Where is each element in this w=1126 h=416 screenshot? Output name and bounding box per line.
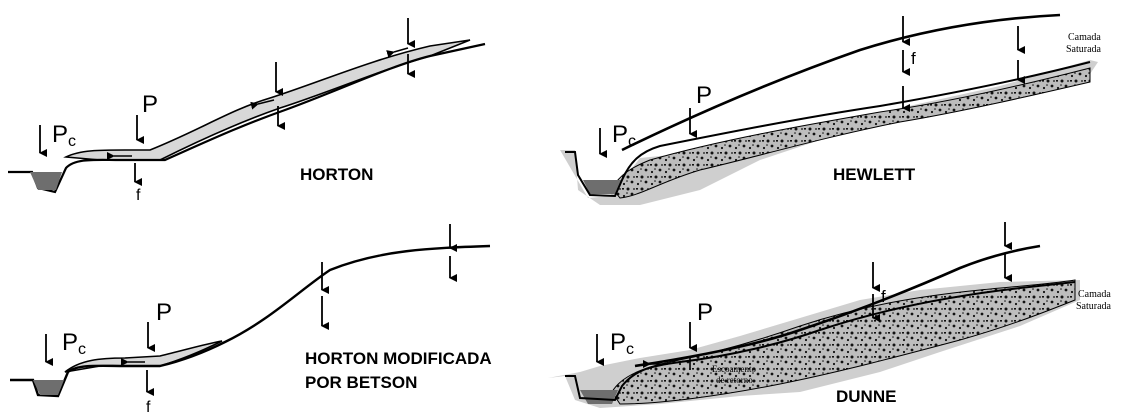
dunne-title: DUNNE (836, 387, 896, 406)
dunne-layer-label-2: Saturada (1076, 301, 1112, 312)
hewlett-title: HEWLETT (833, 165, 916, 184)
hortonmod-p-label: P (156, 299, 172, 326)
hortonmod-ground-surface (10, 246, 490, 396)
hortonmod-f-label: f (146, 399, 151, 416)
hewlett-p-label: P (696, 82, 712, 109)
hewlett-f-label: f (911, 49, 916, 68)
horton-p-label: P (142, 91, 158, 118)
hewlett-pc-label: Pc (612, 121, 636, 150)
hortonmod-title-line1: HORTON MODIFICADA (305, 349, 492, 368)
hortonmod-pc-label: Pc (62, 329, 86, 358)
dunne-layer-label: Camada (1078, 289, 1111, 300)
dunne-saturated-zone (612, 280, 1075, 404)
panel-hewlett: Pc P f Camada Saturada HEWLETT (560, 15, 1102, 205)
hewlett-layer-label-2: Saturada (1066, 44, 1102, 55)
horton-pc-label: Pc (52, 121, 76, 150)
hewlett-layer-label: Camada (1068, 32, 1101, 43)
horton-water-film (66, 40, 470, 160)
panel-dunne: Pc P f Camada Saturada Escoamento de ret… (548, 222, 1112, 408)
hortonmod-title-line2: POR BETSON (305, 373, 417, 392)
dunne-p-label: P (697, 299, 713, 326)
dunne-return-flow-label: Escoamento (712, 364, 756, 374)
horton-title: HORTON (300, 165, 373, 184)
panel-horton-modified: Pc P f HORTON MODIFICADA POR BETSON (10, 224, 492, 416)
dunne-pc-label: Pc (610, 329, 634, 358)
dunne-f-label: f (881, 287, 886, 306)
dunne-return-flow-label-2: de retorno (716, 375, 753, 385)
horton-f-label: f (136, 187, 141, 204)
panel-horton: Pc P f HORTON (8, 18, 485, 204)
